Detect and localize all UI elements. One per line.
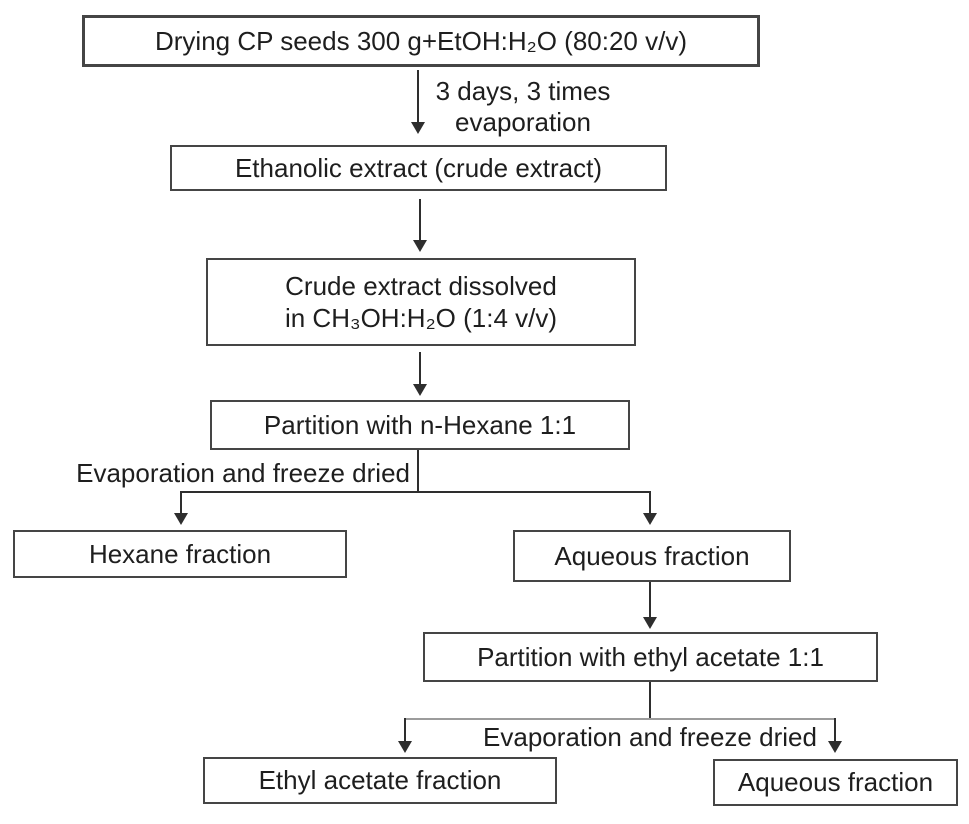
arrowhead-down-icon: [643, 513, 657, 525]
node-partition-ethyl-acetate-label: Partition with ethyl acetate 1:1: [477, 641, 824, 672]
edge-label-evaporation-2: Evaporation and freeze dried: [475, 722, 825, 753]
arrow-to-ethyl-acetate-fraction: [404, 718, 406, 742]
arrowhead-down-icon: [411, 122, 425, 134]
node-drying-cp-seeds-label: Drying CP seeds 300 g+EtOH:H₂O (80:20 v/…: [154, 25, 687, 56]
node-drying-cp-seeds: Drying CP seeds 300 g+EtOH:H₂O (80:20 v/…: [82, 15, 760, 67]
node-aqueous-fraction-2-label: Aqueous fraction: [737, 767, 934, 798]
edge-label-maceration-line2: evaporation: [455, 106, 591, 137]
node-hexane-fraction: Hexane fraction: [13, 530, 347, 578]
arrow-crude-to-partition-hexane: [419, 352, 421, 385]
node-aqueous-fraction-2: Aqueous fraction: [713, 759, 958, 806]
node-crude-dissolved-line2: in CH₃OH:H₂O (1:4 v/v): [284, 303, 558, 333]
node-ethyl-acetate-fraction-label: Ethyl acetate fraction: [258, 765, 502, 796]
node-crude-dissolved-line1: Crude extract dissolved: [285, 270, 557, 301]
arrow-drying-to-ethanolic: [417, 70, 419, 122]
arrow-to-aqueous-fraction-1: [649, 491, 651, 514]
edge-label-evaporation-2-text: Evaporation and freeze dried: [483, 722, 817, 752]
node-partition-ethyl-acetate: Partition with ethyl acetate 1:1: [423, 632, 878, 682]
node-partition-hexane-label: Partition with n-Hexane 1:1: [263, 409, 577, 440]
arrowhead-down-icon: [828, 741, 842, 753]
edge-label-evaporation-1-text: Evaporation and freeze dried: [76, 458, 410, 488]
node-aqueous-fraction-1-label: Aqueous fraction: [554, 540, 750, 571]
connector-split-1: [180, 491, 651, 493]
node-hexane-fraction-label: Hexane fraction: [88, 538, 272, 569]
connector-split-2: [404, 718, 836, 720]
arrowhead-down-icon: [643, 617, 657, 629]
edge-label-maceration-line1: 3 days, 3 times: [435, 76, 611, 106]
node-ethyl-acetate-fraction: Ethyl acetate fraction: [203, 757, 557, 804]
node-ethanolic-extract-label: Ethanolic extract (crude extract): [234, 152, 603, 183]
arrow-to-hexane-fraction: [180, 491, 182, 514]
arrow-ethanolic-to-crude: [419, 199, 421, 241]
node-partition-hexane: Partition with n-Hexane 1:1: [210, 400, 630, 450]
connector-partition-ea-down: [649, 682, 651, 720]
connector-partition-hexane-down: [417, 450, 419, 493]
node-aqueous-fraction-1: Aqueous fraction: [513, 530, 791, 582]
arrowhead-down-icon: [413, 240, 427, 252]
node-ethanolic-extract: Ethanolic extract (crude extract): [170, 145, 667, 191]
edge-label-evaporation-1: Evaporation and freeze dried: [60, 458, 410, 489]
arrow-aqueous-to-partition-ea: [649, 582, 651, 618]
edge-label-maceration: 3 days, 3 times evaporation: [428, 76, 618, 137]
node-crude-dissolved: Crude extract dissolved in CH₃OH:H₂O (1:…: [206, 258, 636, 346]
arrowhead-down-icon: [398, 741, 412, 753]
arrowhead-down-icon: [413, 384, 427, 396]
arrow-to-aqueous-fraction-2: [834, 718, 836, 742]
arrowhead-down-icon: [174, 513, 188, 525]
